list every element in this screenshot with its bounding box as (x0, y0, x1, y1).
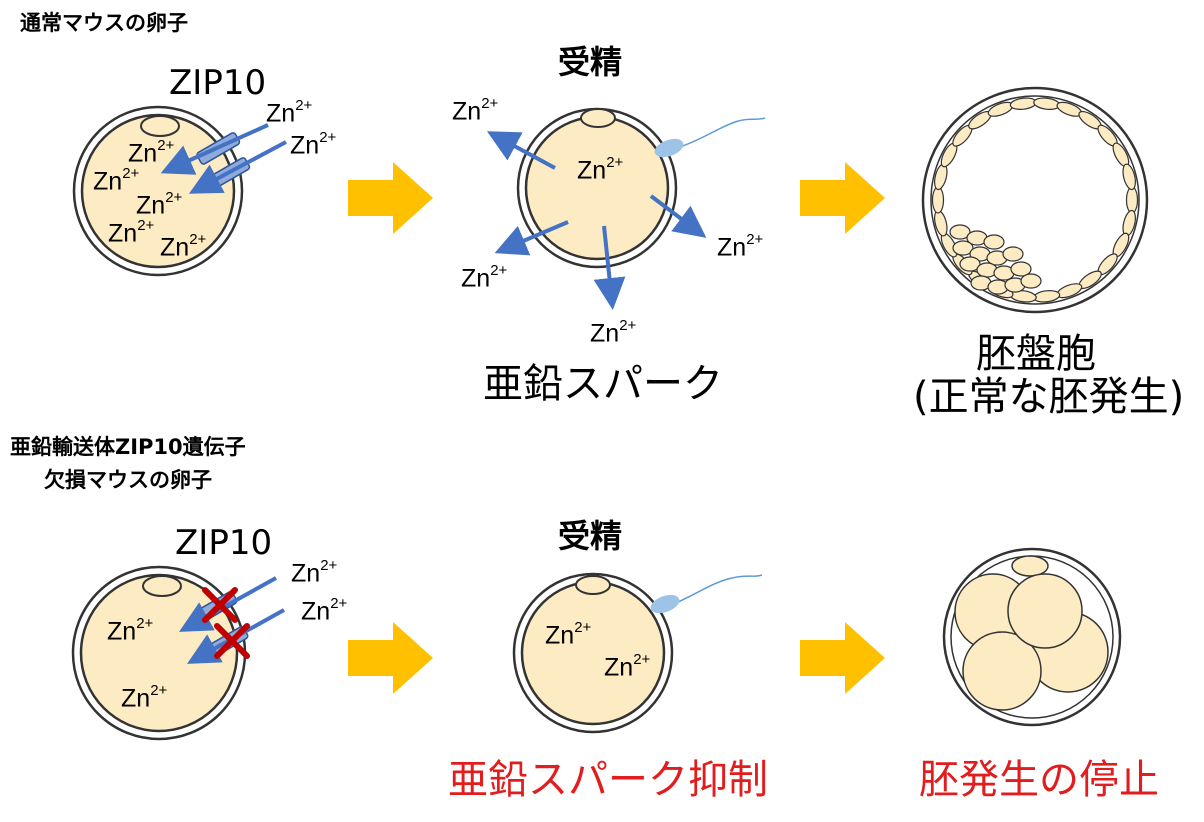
polar-body (140, 115, 180, 137)
zinc-ion-label: Zn2+ (121, 682, 168, 713)
stage-arrow (348, 622, 433, 694)
polar-body (580, 108, 616, 128)
blastocyst-label: 胚盤胞 (976, 331, 1096, 377)
zinc-spark-suppressed-label: 亜鉛スパーク抑制 (448, 757, 768, 803)
normal-oocyte-heading: 通常マウスの卵子 (20, 11, 188, 35)
zinc-ion-label: Zn2+ (604, 651, 651, 682)
trophectoderm-cells (931, 97, 1139, 303)
stage-arrow (348, 162, 433, 234)
zinc-influx-arrow-1 (179, 576, 277, 632)
polar-body (142, 575, 182, 597)
inhibition-cross-1 (202, 587, 238, 623)
knockout-heading-line1: 亜鉛輸送体ZIP10遺伝子 (10, 435, 246, 459)
zinc-ion-label: Zn2+ (301, 595, 348, 626)
zinc-ion-label: Zn2+ (266, 97, 313, 128)
fertilized-knockout-oocyte (512, 572, 674, 734)
zinc-ion-label: Zn2+ (291, 557, 338, 588)
sperm (650, 574, 763, 614)
zinc-spark-label: 亜鉛スパーク (483, 361, 723, 407)
stage-arrow (800, 162, 885, 234)
zinc-spark-arrow-up-left (486, 131, 556, 170)
zinc-ion-label: Zn2+ (717, 231, 764, 262)
zinc-ion-label: Zn2+ (107, 615, 154, 646)
inner-cell-mass (949, 224, 1042, 295)
arrested-embryo (942, 547, 1122, 727)
knockout-heading-line2: 欠損マウスの卵子 (44, 468, 212, 492)
zinc-spark-arrow-right (649, 194, 707, 238)
polar-body (575, 575, 611, 595)
zinc-ion-label: Zn2+ (136, 189, 183, 220)
zinc-ion-label: Zn2+ (577, 154, 624, 185)
trophectoderm-cell (931, 186, 945, 214)
development-arrest-label: 胚発生の停止 (919, 757, 1159, 803)
zinc-spark-arrow-down-left (494, 220, 569, 256)
normal-development-label: (正常な胚発生) (913, 374, 1185, 420)
trophectoderm-cell (1125, 186, 1139, 214)
sperm (654, 117, 766, 158)
zip10-label-top: ZIP10 (169, 63, 267, 103)
fertilization-label-top: 受精 (558, 43, 623, 81)
zinc-ion-label: Zn2+ (108, 217, 155, 248)
zinc-influx-arrow-1 (160, 123, 269, 175)
zinc-ion-label: Zn2+ (93, 165, 140, 196)
zinc-ion-label: Zn2+ (452, 95, 499, 126)
zinc-ion-label: Zn2+ (461, 262, 508, 293)
zinc-influx-arrow-2 (188, 140, 287, 194)
trophectoderm-cell (1122, 163, 1136, 191)
inhibition-cross-2 (214, 623, 250, 659)
fertilization-label-bottom: 受精 (558, 517, 623, 555)
zinc-spark-arrow-down (593, 225, 626, 310)
zinc-ion-label: Zn2+ (290, 129, 337, 160)
zinc-ion-label: Zn2+ (590, 317, 637, 348)
zinc-ion-label: Zn2+ (128, 137, 175, 168)
zinc-ion-label: Zn2+ (160, 231, 207, 262)
blastocyst (921, 86, 1149, 314)
stage-arrow (800, 622, 885, 694)
zinc-ion-label: Zn2+ (545, 619, 592, 650)
zip10-label-bottom: ZIP10 (175, 523, 273, 563)
fertilized-oocyte (516, 107, 678, 269)
